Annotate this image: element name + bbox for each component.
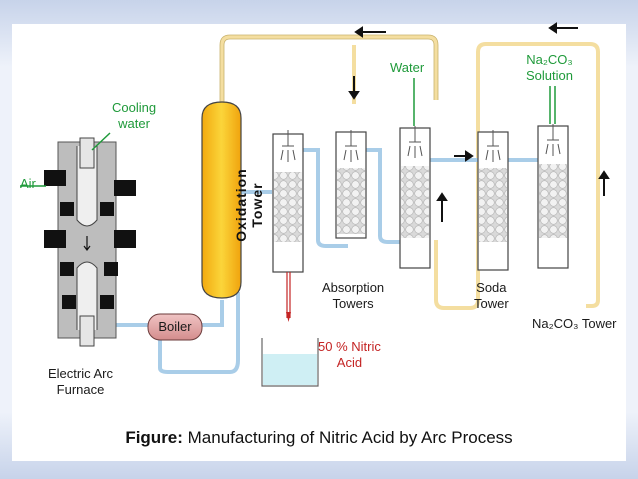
acid-outlet [286,272,291,322]
caption-text: Manufacturing of Nitric Acid by Arc Proc… [182,428,513,447]
boiler [147,313,203,341]
absorption-tower-2 [335,130,367,239]
top-gas-pipe-outline [219,34,439,104]
na2co3-tower [537,124,569,269]
electric-arc-furnace-label: Electric Arc Furnace [48,366,114,397]
na2co3-solution-label: Na₂CO₃ Solution [526,52,573,83]
absorption-tower-1 [272,130,304,273]
oxidation-tower [201,101,242,299]
electric-arc-furnace [20,132,136,347]
inlet-lines [413,78,556,126]
figure-caption: Figure: Manufacturing of Nitric Acid by … [0,428,638,448]
nitric-acid-label: 50 % Nitric Acid [318,339,381,370]
absorption-tower-3 [399,126,431,269]
soda-tower-label: Soda Tower [474,280,509,311]
soda-tower [477,130,509,271]
na2co3-tower-label: Na₂CO₃ Tower [532,316,617,331]
acid-beaker [261,338,319,387]
flow-arrows [348,22,610,222]
caption-prefix: Figure: [125,428,183,447]
air-label: Air [20,176,36,191]
oxidation-tower-label: Oxidation Tower [233,168,265,242]
water-label: Water [390,60,425,75]
absorption-towers-label: Absorption Towers [322,280,385,311]
boiler-label: Boiler [158,319,192,334]
cooling-water-label: Cooling water [112,100,157,131]
